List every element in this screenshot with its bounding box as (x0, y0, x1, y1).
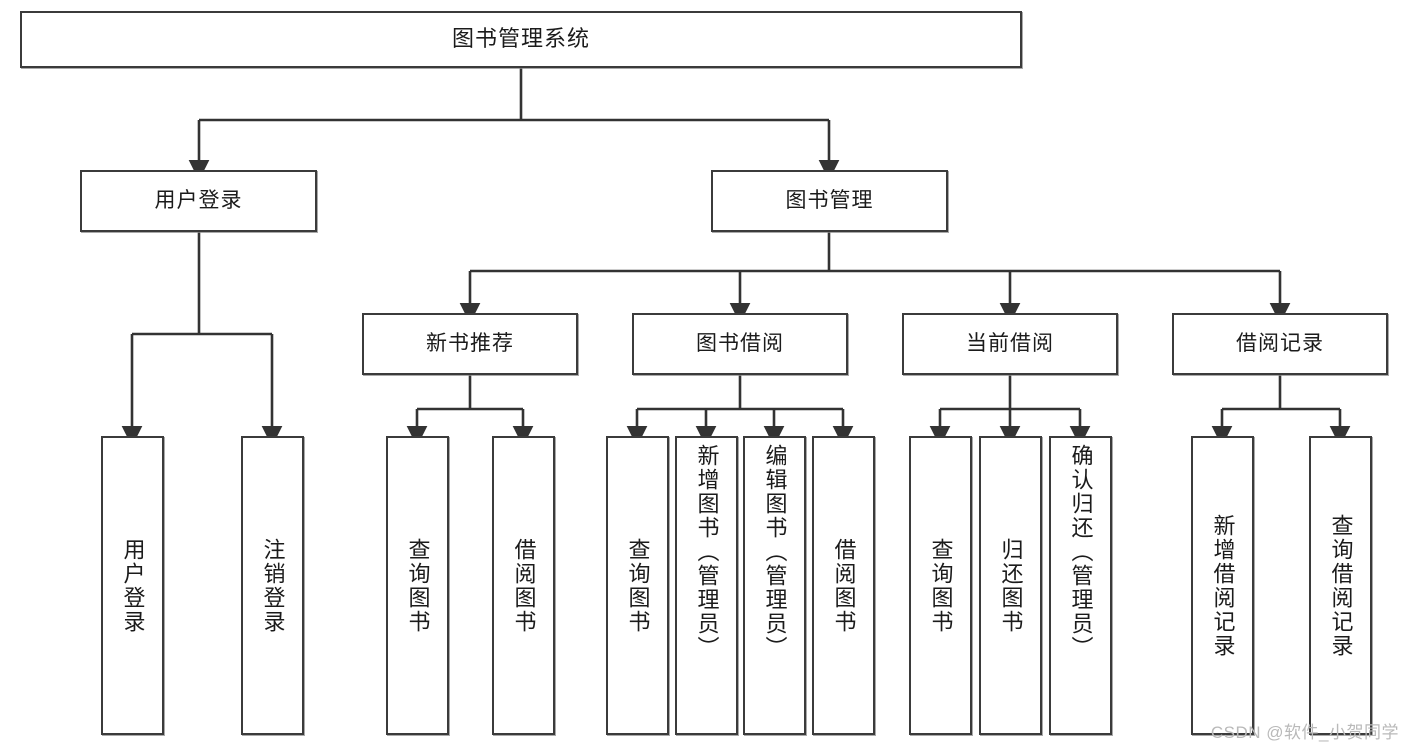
node-book-borrow[interactable]: 图书借阅 (632, 313, 848, 375)
csdn-watermark: CSDN @软件_小贺同学 (1210, 723, 1399, 742)
node-label: 新书推荐 (426, 332, 514, 356)
node-label: 新增图书（管理员） (694, 444, 720, 660)
node-label: 编辑图书（管理员） (762, 444, 788, 660)
node-label: 用户登录 (120, 537, 146, 634)
leaf-current-borrow-return-book[interactable]: 归还图书 (979, 436, 1042, 735)
node-label: 当前借阅 (966, 332, 1054, 356)
node-borrow-record[interactable]: 借阅记录 (1172, 313, 1388, 375)
leaf-user-login-login[interactable]: 用户登录 (101, 436, 164, 735)
leaf-new-book-query-book[interactable]: 查询图书 (386, 436, 449, 735)
leaf-new-book-borrow-book[interactable]: 借阅图书 (492, 436, 555, 735)
node-label: 新增借阅记录 (1210, 513, 1236, 658)
leaf-borrow-record-query-record[interactable]: 查询借阅记录 (1309, 436, 1372, 735)
leaf-user-login-logout[interactable]: 注销登录 (241, 436, 304, 735)
leaf-book-borrow-query-book[interactable]: 查询图书 (606, 436, 669, 735)
node-book-management[interactable]: 图书管理 (711, 170, 948, 232)
node-label: 用户登录 (154, 189, 243, 213)
leaf-book-borrow-borrow-book[interactable]: 借阅图书 (812, 436, 875, 735)
leaf-borrow-record-add-record[interactable]: 新增借阅记录 (1191, 436, 1254, 735)
node-label: 图书管理系统 (451, 26, 590, 52)
node-new-book-recommend[interactable]: 新书推荐 (362, 313, 578, 375)
node-label: 查询借阅记录 (1328, 513, 1354, 658)
leaf-current-borrow-confirm-return-admin[interactable]: 确认归还（管理员） (1049, 436, 1112, 735)
node-label: 借阅记录 (1236, 332, 1324, 356)
node-label: 查询图书 (625, 537, 651, 634)
leaf-book-borrow-add-book-admin[interactable]: 新增图书（管理员） (675, 436, 738, 735)
node-label: 借阅图书 (511, 537, 537, 634)
node-label: 确认归还（管理员） (1068, 444, 1094, 660)
node-user-login[interactable]: 用户登录 (80, 170, 317, 232)
node-label: 图书管理 (785, 189, 874, 213)
node-label: 归还图书 (998, 537, 1024, 634)
node-label: 查询图书 (405, 537, 431, 634)
node-label: 查询图书 (928, 537, 954, 634)
leaf-current-borrow-query-book[interactable]: 查询图书 (909, 436, 972, 735)
node-label: 借阅图书 (831, 537, 857, 634)
node-label: 图书借阅 (696, 332, 784, 356)
node-current-borrow[interactable]: 当前借阅 (902, 313, 1118, 375)
node-root-book-management-system[interactable]: 图书管理系统 (20, 11, 1022, 68)
node-label: 注销登录 (260, 537, 286, 634)
leaf-book-borrow-edit-book-admin[interactable]: 编辑图书（管理员） (743, 436, 806, 735)
